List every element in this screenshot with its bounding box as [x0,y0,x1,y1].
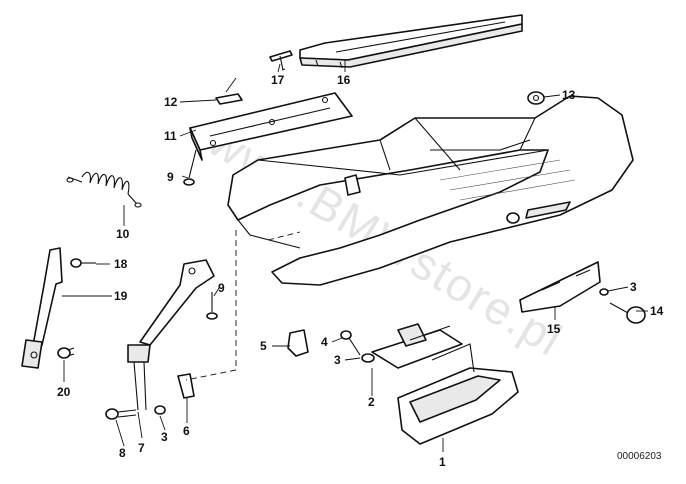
screw-lower-part [206,292,218,320]
callout-11: 11 [164,129,177,143]
catch-part [287,329,309,357]
handle-part [397,343,519,445]
alignment-line [185,230,237,381]
callout-4: 4 [321,335,328,349]
pivot-bolt-part [57,347,75,359]
washer-right-part [599,288,609,296]
callout-12: 12 [164,95,178,109]
lever-arm-part [21,247,63,369]
callout-14: 14 [650,304,664,318]
washer-left-part [154,405,166,415]
alignment-line [267,231,301,241]
callout-5: 5 [260,339,267,353]
callout-6: 6 [183,424,190,438]
trim-panel-part [519,261,601,313]
glovebox-housing-part [227,95,634,286]
bolt-8-part [105,408,137,420]
callout-2: 2 [368,395,375,409]
leader-lines [62,60,648,452]
callout-3: 3 [630,280,637,294]
screw-4-part [340,330,361,356]
callout-7: 7 [138,441,145,455]
callout-3: 3 [334,353,341,367]
hinge-bracket-part [189,92,353,161]
washer-center-part [361,353,375,363]
callout-3: 3 [161,430,168,444]
callout-13: 13 [562,88,576,102]
callout-9: 9 [218,281,225,295]
callout-19: 19 [114,289,128,303]
callout-20: 20 [57,385,71,399]
lock-mechanism-part [371,323,463,369]
callout-1: 1 [439,455,446,469]
strut-assembly-part [127,259,215,411]
knob-part [527,91,545,105]
screw-upper-part [183,149,197,186]
callout-8: 8 [119,446,126,460]
pin-part [269,50,293,71]
reference-code: 00006203 [617,451,662,462]
screw-18-part [70,258,96,268]
lid-panel-part [299,14,523,69]
callout-16: 16 [337,73,351,87]
callout-9: 9 [167,170,174,184]
spring-part [66,171,142,208]
clip-part [215,77,243,105]
clip-6-part [177,373,195,399]
callout-18: 18 [114,257,128,271]
callout-17: 17 [271,73,285,87]
callout-15: 15 [547,322,561,336]
knob-14-part [609,302,646,324]
callout-10: 10 [116,227,130,241]
